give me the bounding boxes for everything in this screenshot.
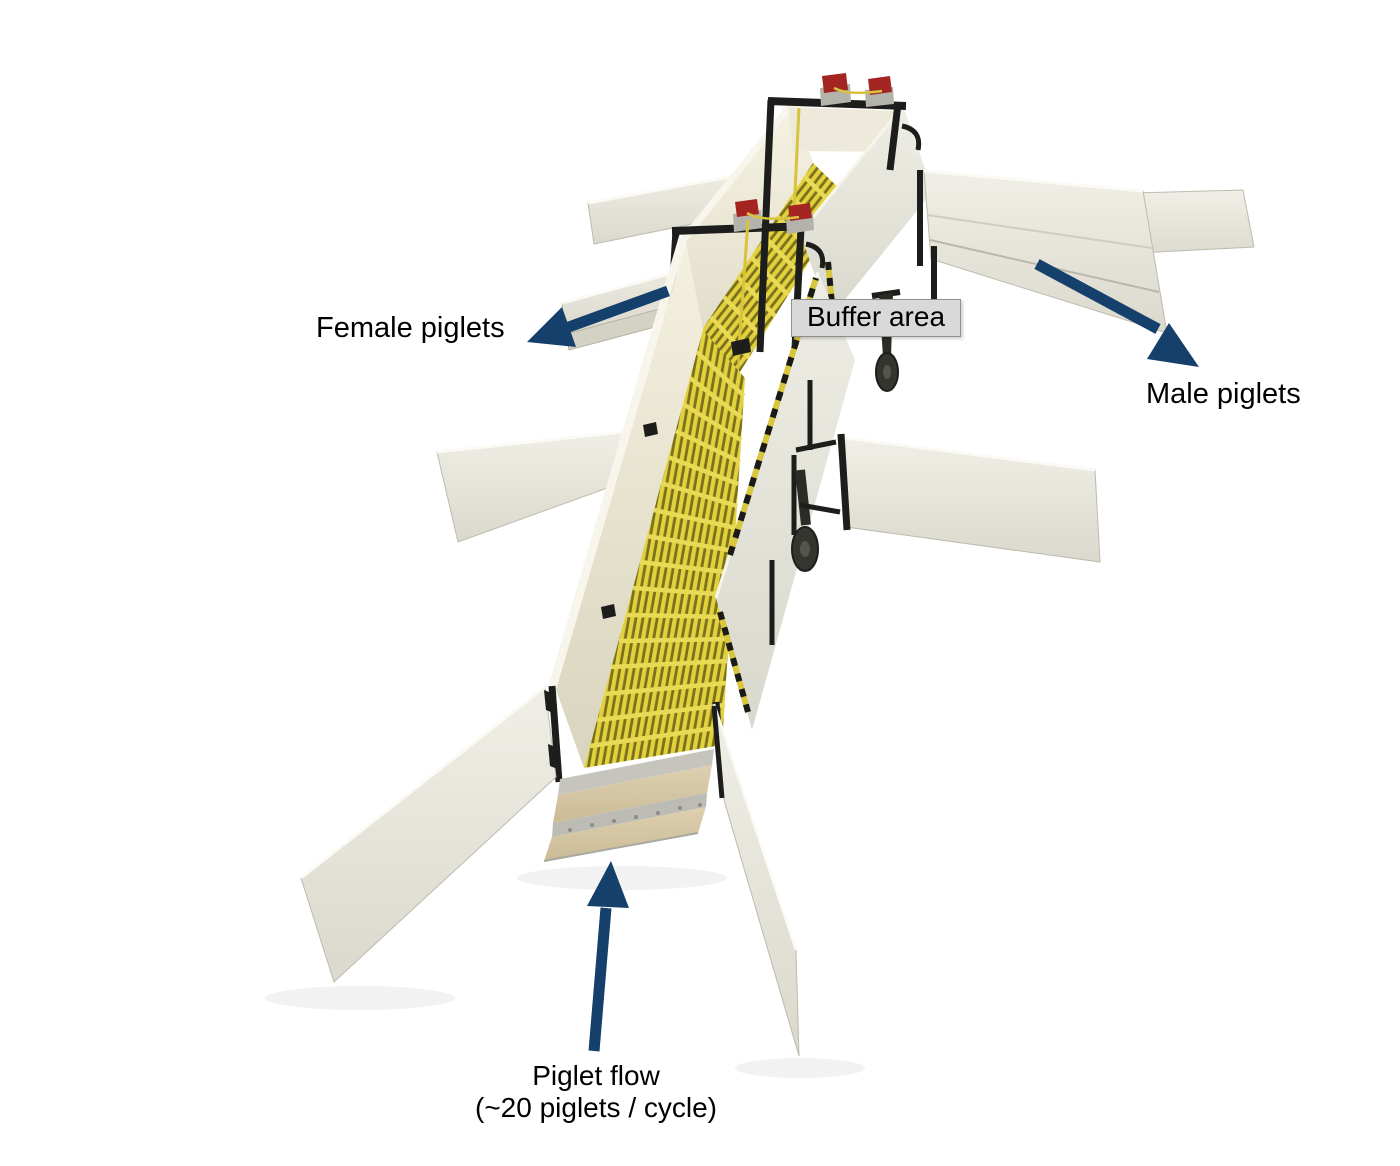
male-arrow — [1034, 259, 1199, 367]
entry-gate-right — [713, 703, 800, 1057]
pull-cord — [737, 219, 750, 349]
piglet-flow-arrow — [587, 861, 629, 1052]
entrance — [300, 685, 800, 1057]
right-exit-gates — [917, 169, 1255, 334]
mid-right-swing-gate — [795, 433, 1101, 563]
main-chute — [549, 236, 855, 768]
buffer-area-label: Buffer area — [791, 299, 962, 337]
male-piglets-label: Male piglets — [1146, 378, 1301, 410]
female-arrow — [527, 285, 670, 347]
entry-gate-left — [300, 686, 557, 983]
piglet-flow-line1: Piglet flow — [532, 1060, 660, 1091]
gantry-frame-far — [756, 73, 922, 353]
buffer-right-wall — [800, 106, 933, 318]
red-clamp — [868, 76, 892, 95]
caster-wheel-near — [791, 469, 819, 572]
red-clamp — [735, 199, 759, 217]
piglet-flow-line2: (~20 piglets / cycle) — [475, 1092, 717, 1123]
chute-floor-grating — [584, 330, 745, 768]
chute-right-wall — [716, 272, 855, 730]
female-piglets-label: Female piglets — [316, 312, 505, 344]
red-clamp — [822, 73, 848, 93]
annotation-arrows — [527, 259, 1199, 1052]
entry-ramp — [543, 749, 714, 862]
piglet-flow-label: Piglet flow (~20 piglets / cycle) — [420, 1060, 772, 1124]
ground-shadows — [265, 866, 865, 1078]
chute-left-wall — [556, 242, 703, 768]
